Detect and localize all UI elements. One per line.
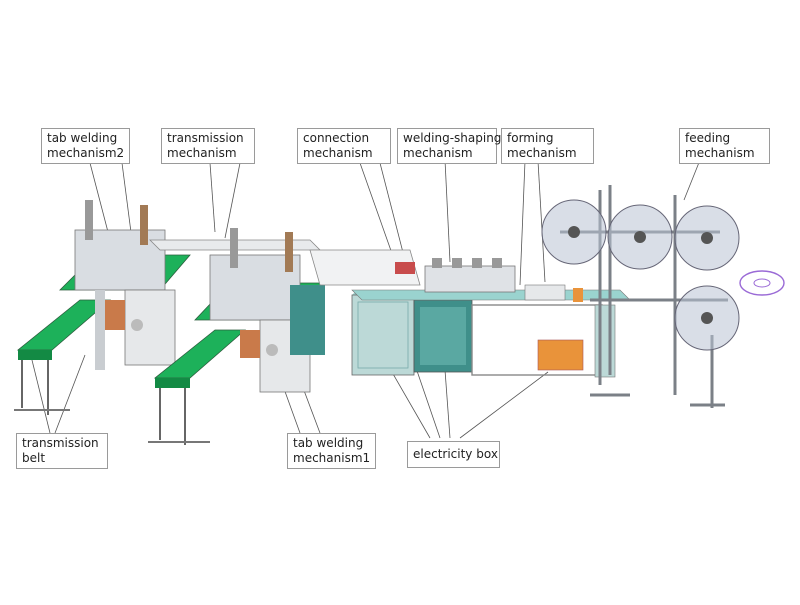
label-connection-mechanism: connection mechanism [297,128,391,164]
transmission-belt-left [14,299,112,415]
label-transmission-mechanism: transmission mechanism [161,128,255,164]
label-transmission-belt: transmission belt [16,433,108,469]
label-tab-welding-mechanism-1: tab welding mechanism1 [287,433,376,469]
label-electricity-box: electricity box [407,441,500,468]
connection-rail [309,249,421,286]
forming-unit [524,284,583,302]
label-feeding-mechanism: feeding mechanism [679,128,770,164]
label-welding-shaping-mechanism: welding-shaping mechanism [397,128,501,164]
label-tab-welding-mechanism-2: tab welding mechanism2 [41,128,130,164]
welding-shaping-unit [424,258,516,293]
tab-welding-unit-1 [194,228,326,393]
tab-welding-unit-2 [59,200,191,370]
feeding-reels [541,199,785,351]
label-forming-mechanism: forming mechanism [501,128,594,164]
transmission-belt-right [148,329,247,445]
electricity-box-cabinets [351,289,631,378]
